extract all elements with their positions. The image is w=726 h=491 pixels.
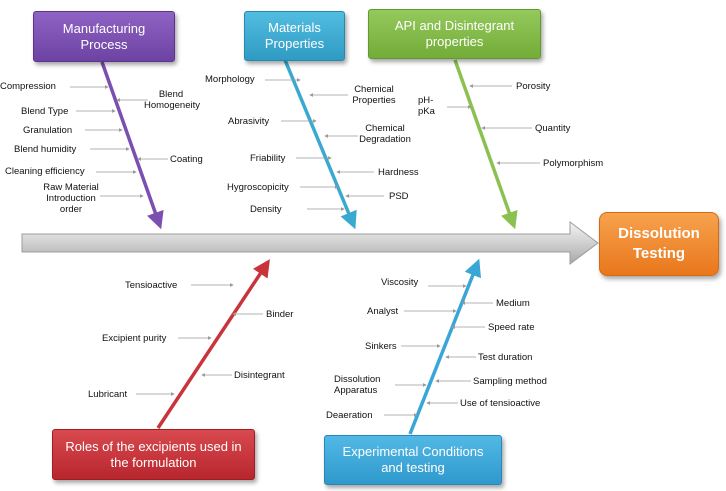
effect-label: Dissolution Testing bbox=[618, 225, 700, 262]
cause-chemical-degradation: Chemical Degradation bbox=[359, 123, 411, 145]
bone-materials bbox=[283, 59, 357, 230]
category-experimental: Experimental Conditions and testing bbox=[324, 435, 502, 485]
cause-ph-pka: pH-pKa bbox=[418, 95, 435, 117]
category-manufacturing: Manufacturing Process bbox=[33, 11, 175, 62]
category-api: API and Disintegrant properties bbox=[368, 9, 541, 59]
bone-manufacturing bbox=[100, 61, 164, 230]
cause-deaeration: Deaeration bbox=[326, 410, 373, 421]
category-experimental-title: Experimental Conditions and testing bbox=[342, 444, 484, 475]
cause-analyst: Analyst bbox=[367, 306, 399, 317]
cause-blend-humidity: Blend humidity bbox=[14, 144, 77, 155]
cause-excipient-purity: Excipient purity bbox=[102, 333, 167, 344]
cause-blend-homogeneity: Blend Homogeneity bbox=[144, 89, 200, 111]
cause-hygroscopicity: Hygroscopicity bbox=[227, 182, 289, 193]
cause-raw-material-order: Raw Material Introduction order bbox=[43, 182, 99, 215]
category-excipients-title: Roles of the excipients used in the form… bbox=[65, 438, 242, 470]
cause-viscosity: Viscosity bbox=[381, 277, 419, 288]
effect-dissolution-testing: Dissolution Testing bbox=[599, 212, 719, 276]
cause-hardness: Hardness bbox=[378, 167, 419, 178]
cause-quantity: Quantity bbox=[535, 123, 571, 134]
cause-dissolution-apparatus: Dissolution Apparatus bbox=[334, 374, 381, 396]
cause-tensioactive: Tensioactive bbox=[125, 280, 178, 291]
bone-api bbox=[453, 59, 518, 230]
spine-arrow bbox=[21, 221, 599, 265]
cause-sampling-method: Sampling method bbox=[473, 376, 547, 387]
cause-lubricant: Lubricant bbox=[88, 389, 128, 400]
cause-sinkers: Sinkers bbox=[365, 341, 397, 352]
category-materials: Materials Properties bbox=[244, 11, 345, 61]
bone-experimental bbox=[408, 258, 481, 435]
cause-medium: Medium bbox=[496, 298, 530, 309]
cause-speed-rate: Speed rate bbox=[488, 322, 535, 333]
bone-excipients bbox=[156, 259, 270, 429]
cause-test-duration: Test duration bbox=[478, 352, 533, 363]
category-excipients: Roles of the excipients used in the form… bbox=[52, 429, 255, 480]
cause-porosity: Porosity bbox=[516, 81, 551, 92]
cause-psd: PSD bbox=[389, 191, 409, 202]
category-manufacturing-title: Manufacturing Process bbox=[62, 20, 146, 52]
cause-cleaning-efficiency: Cleaning efficiency bbox=[5, 166, 85, 177]
cause-abrasivity: Abrasivity bbox=[228, 116, 270, 127]
cause-compression: Compression bbox=[0, 81, 56, 92]
cause-use-of-tensioactive: Use of tensioactive bbox=[460, 398, 541, 409]
category-materials-title: Materials Properties bbox=[264, 20, 325, 51]
category-api-title: API and Disintegrant properties bbox=[394, 18, 515, 49]
cause-density: Density bbox=[250, 204, 282, 215]
cause-chemical-properties: Chemical Properties bbox=[352, 84, 396, 106]
cause-morphology: Morphology bbox=[205, 74, 255, 85]
cause-friability: Friability bbox=[250, 153, 286, 164]
cause-blend-type: Blend Type bbox=[21, 106, 69, 117]
cause-granulation: Granulation bbox=[23, 125, 73, 136]
cause-polymorphism: Polymorphism bbox=[543, 158, 604, 169]
cause-binder: Binder bbox=[266, 309, 294, 320]
cause-coating: Coating bbox=[170, 154, 203, 165]
cause-disintegrant: Disintegrant bbox=[234, 370, 285, 381]
